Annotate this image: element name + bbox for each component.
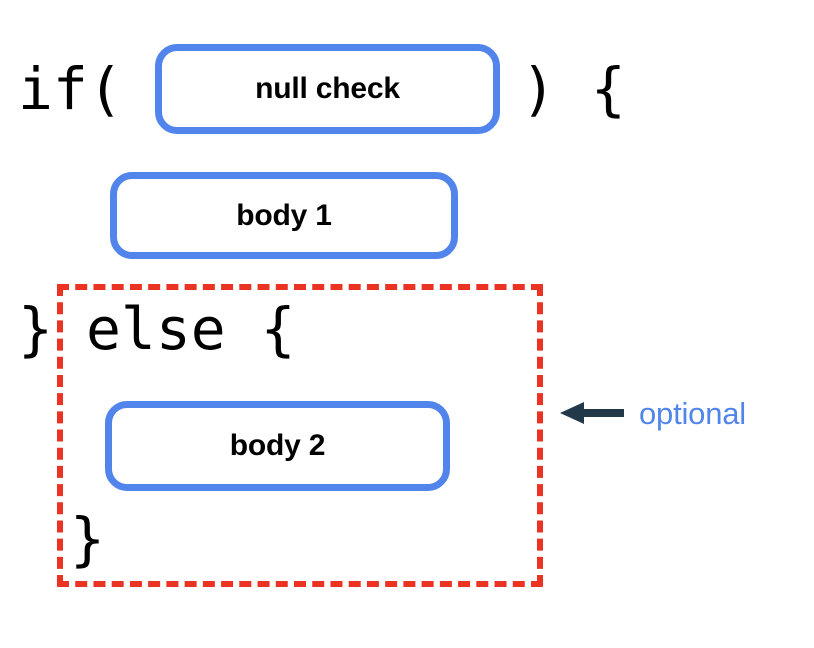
box-null-check[interactable]: null check <box>155 44 500 134</box>
optional-else-region <box>57 284 543 587</box>
arrow-left-icon <box>558 398 628 428</box>
box-body-2[interactable]: body 2 <box>105 401 450 491</box>
optional-annotation-label: optional <box>639 396 746 431</box>
code-close-brace-end: } <box>70 505 105 573</box>
box-body-1-label: body 1 <box>236 198 332 232</box>
code-paren-close-brace-open: ) { <box>521 55 626 123</box>
code-else-keyword: else { <box>86 295 296 363</box>
box-body-2-label: body 2 <box>229 429 326 462</box>
box-body-1[interactable]: body 1 <box>110 172 458 259</box>
code-if-open: if( <box>18 55 123 123</box>
code-close-brace-else: } <box>18 295 53 363</box>
box-null-check-label: null check <box>255 72 400 105</box>
